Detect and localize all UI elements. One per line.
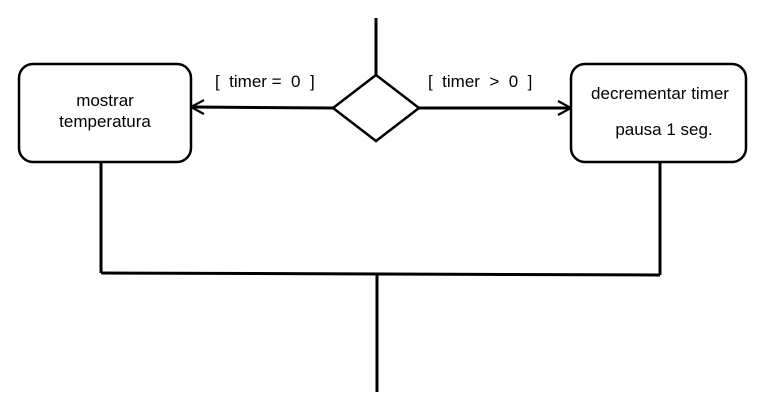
guard-left: [ timer = 0 ] bbox=[215, 72, 315, 91]
guard-right: [ timer > 0 ] bbox=[428, 72, 532, 91]
action-right-line-2: pausa 1 seg. bbox=[615, 120, 712, 139]
decision-node bbox=[330, 73, 422, 143]
action-node-left bbox=[17, 62, 193, 164]
branch-arrow-left bbox=[192, 107, 334, 108]
action-right-line-1: decrementar timer bbox=[591, 84, 729, 103]
action-left-line-1: mostrar bbox=[76, 91, 134, 110]
action-node-right bbox=[569, 62, 748, 164]
action-left-line-2: temperatura bbox=[59, 112, 151, 131]
merge-bar bbox=[100, 271, 661, 277]
